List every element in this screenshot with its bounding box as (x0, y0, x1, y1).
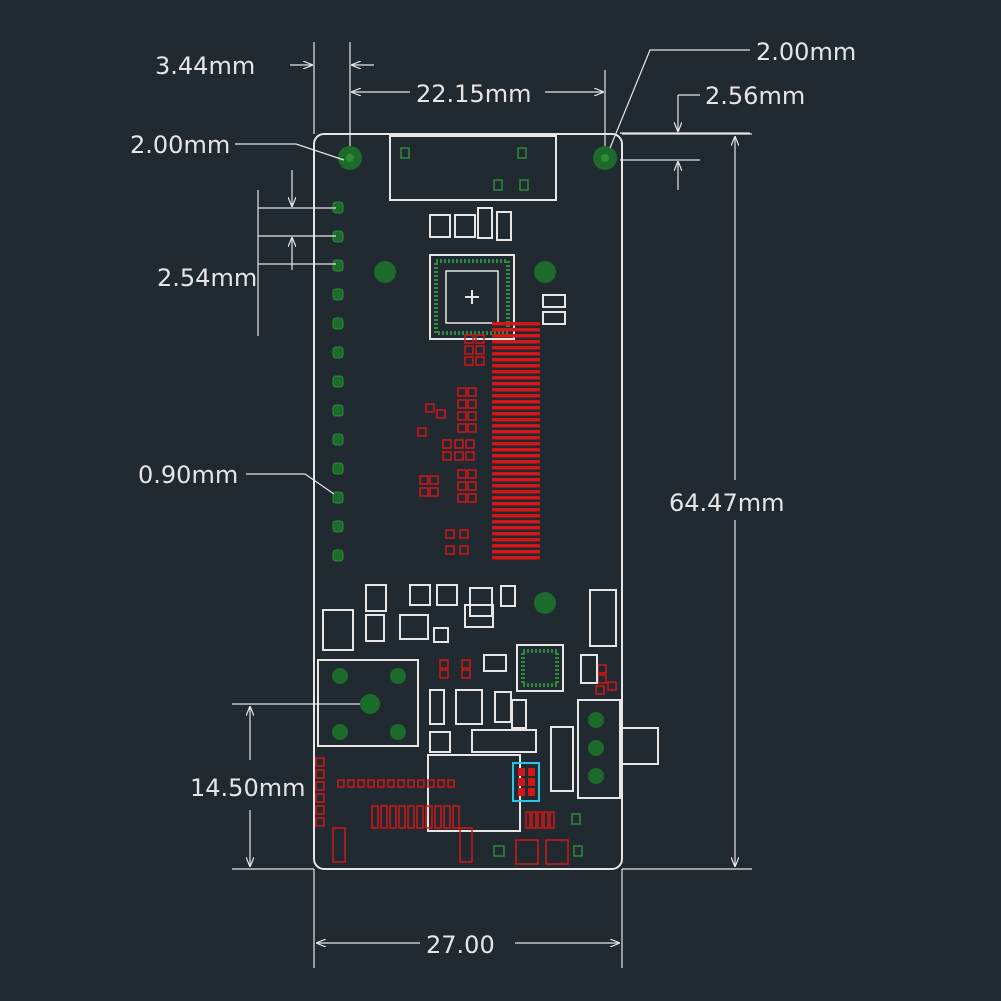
dim-label-lower-offset: 14.50mm (190, 774, 305, 802)
bottom-pads (315, 757, 555, 829)
dim-label-mount-hole-diameter-right: 2.00mm (756, 38, 856, 66)
mounting-holes (338, 146, 617, 614)
dim-label-hole-offset-top: 2.56mm (705, 82, 805, 110)
lower-components (322, 584, 617, 792)
dim-label-board-height: 64.47mm (669, 489, 784, 517)
fpc-pads (492, 322, 540, 560)
bottom-green-pads (332, 813, 583, 865)
dim-label-mount-hole-diameter-left: 2.00mm (130, 131, 230, 159)
dimension-lines (232, 42, 752, 968)
red-passives (417, 334, 617, 695)
bottom-module (427, 754, 540, 832)
mcu-passives (429, 207, 512, 241)
battery-connector (317, 659, 419, 747)
side-connector (577, 699, 659, 799)
dim-label-hole-span: 22.15mm (416, 80, 531, 108)
mcu-chip (429, 254, 515, 340)
mcu-side-parts (542, 294, 566, 325)
dim-label-pin-hole: 0.90mm (138, 461, 238, 489)
dim-label-pin-pitch: 2.54mm (157, 264, 257, 292)
board-outline (313, 133, 623, 870)
top-module (389, 135, 557, 201)
dim-label-mount-hole-left: 3.44mm (155, 52, 255, 80)
pin-header (332, 201, 344, 562)
dim-label-board-width: 27.00 (426, 931, 495, 959)
